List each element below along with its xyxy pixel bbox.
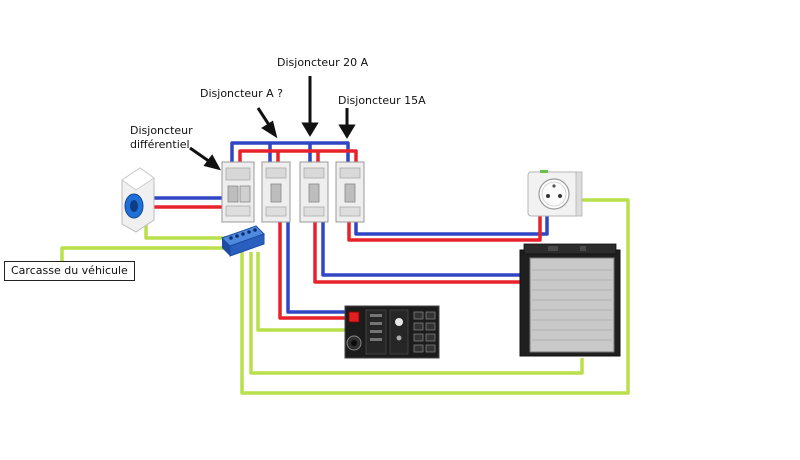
earth-wire-carcasse xyxy=(60,246,226,262)
label-disjoncteur-a: Disjoncteur A ? xyxy=(200,87,283,100)
label-carcasse-vehicule: Carcasse du véhicule xyxy=(4,261,135,281)
earth-wire-outlet xyxy=(240,198,630,395)
neutral-wire-fridge xyxy=(321,222,520,277)
fridge-icon xyxy=(519,243,621,357)
earth-wires xyxy=(60,198,630,395)
breaker-20a-icon xyxy=(299,161,329,223)
neutral-wire-panel xyxy=(286,222,345,314)
label-disjoncteur-20a: Disjoncteur 20 A xyxy=(277,56,369,69)
label-differentiel-line2: différentiel xyxy=(130,138,190,151)
label-arrows xyxy=(189,76,356,171)
phase-wire-panel xyxy=(278,222,345,320)
breaker-15a-icon xyxy=(335,161,365,223)
earth-terminal-block-icon xyxy=(221,225,265,257)
differential-breaker-icon xyxy=(221,161,255,223)
neutral-wires xyxy=(150,141,549,314)
earth-wire-fridge xyxy=(249,252,584,375)
phase-wire-outlet xyxy=(347,215,542,242)
wall-outlet-icon xyxy=(527,170,583,217)
phase-busbar xyxy=(238,149,358,162)
earth-wire-panel xyxy=(256,252,345,332)
label-disjoncteur-differentiel: Disjoncteur différentiel xyxy=(130,124,193,152)
neutral-wire-outlet xyxy=(354,215,549,236)
earth-wire-inlet xyxy=(144,222,226,240)
phase-wires xyxy=(150,149,542,320)
breaker-a-icon xyxy=(261,161,291,223)
label-disjoncteur-15a: Disjoncteur 15A xyxy=(338,94,426,107)
inlet-socket-icon xyxy=(121,167,155,233)
label-differentiel-line1: Disjoncteur xyxy=(130,124,193,137)
phase-wire-fridge xyxy=(313,222,520,284)
control-panel-icon xyxy=(344,305,440,359)
